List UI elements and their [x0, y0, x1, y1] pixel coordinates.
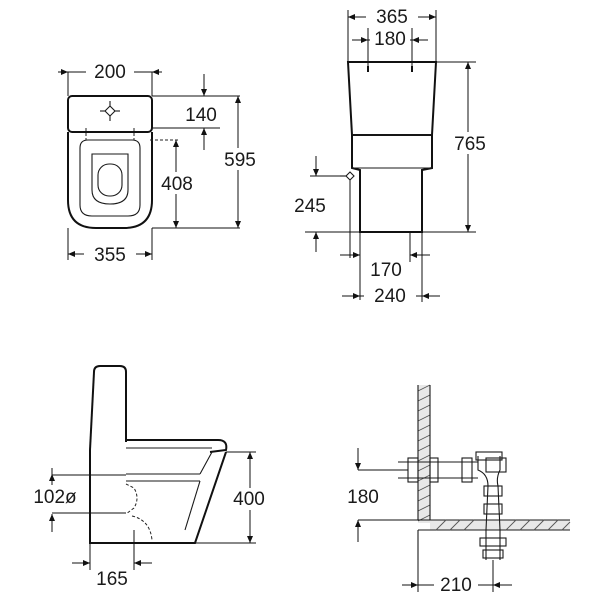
- dim-165-label: 165: [96, 569, 128, 590]
- top-view: 200 355 140 408 595: [58, 60, 266, 266]
- flush-button-icon: [100, 101, 120, 121]
- supply-pipe: [398, 457, 478, 483]
- side-view-seat: [126, 439, 228, 453]
- dim-240-label: 240: [374, 286, 406, 307]
- top-view-tank: [67, 95, 153, 133]
- dim-210-label: 210: [440, 575, 472, 596]
- dim-245-label: 245: [294, 196, 326, 217]
- dim-140-label: 140: [185, 105, 217, 126]
- dim-408-label: 408: [161, 174, 193, 195]
- dim-180-label: 180: [374, 29, 406, 50]
- dim-595-label: 595: [224, 150, 256, 171]
- dim-200-label: 200: [94, 62, 126, 83]
- dim-365-label: 365: [376, 7, 408, 28]
- dim-102-label: 102ø: [33, 487, 77, 508]
- dim-400-label: 400: [233, 489, 265, 510]
- top-view-bowl: [67, 132, 153, 229]
- drain-pipe: [475, 451, 507, 560]
- side-view: 102ø 400 165: [28, 365, 274, 590]
- dim-170-label: 170: [370, 260, 402, 281]
- side-view-tank: [93, 365, 127, 442]
- dim-765-label: 765: [454, 134, 486, 155]
- front-view-tank: [346, 61, 438, 136]
- front-view: 365 180 765 245 170: [294, 5, 496, 307]
- dim-180-install-label: 180: [347, 487, 379, 508]
- installation-view: 180 210: [347, 384, 571, 596]
- floor-hatch: [418, 519, 571, 531]
- wall-hatch: [417, 384, 431, 523]
- dim-355-label: 355: [94, 245, 126, 266]
